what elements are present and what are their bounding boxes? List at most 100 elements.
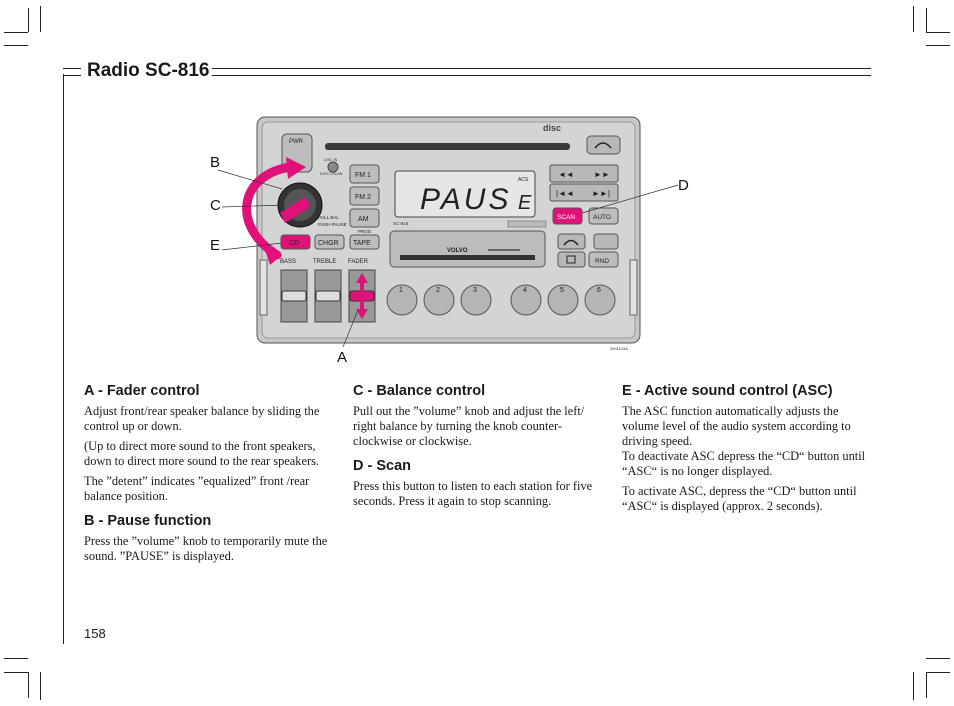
mute-button[interactable]: [557, 251, 586, 268]
callout-e: E: [210, 237, 220, 254]
preset-button-5[interactable]: [547, 284, 579, 316]
treble-label: TREBLE: [313, 259, 336, 265]
asc-text-2: To deactivate ASC depress the “CD“ butto…: [622, 449, 866, 478]
balance-text-1: Pull out the ”volume” knob and adjust th…: [353, 404, 585, 448]
preset-label-4: 4: [523, 287, 527, 294]
heading-scan: D - Scan: [353, 458, 412, 474]
callout-line-a: [342, 309, 359, 348]
prog-label: PROG: [358, 229, 372, 234]
preset-button-3[interactable]: [460, 284, 492, 316]
column-middle: C - Balance control Pull out the ”volume…: [353, 383, 603, 518]
fader-arrow-shaft: [360, 281, 364, 311]
section-fader: A - Fader control Adjust front/rear spea…: [84, 383, 334, 504]
column-left: A - Fader control Adjust front/rear spea…: [84, 383, 334, 573]
section-asc: E - Active sound control (ASC) The ASC f…: [622, 383, 872, 514]
callout-d: D: [678, 177, 689, 194]
cd-button[interactable]: [280, 234, 311, 250]
preset-button-1[interactable]: [386, 284, 418, 316]
title-rule-left: [63, 68, 81, 76]
seek-back-icon: ◄◄: [558, 170, 574, 179]
tape-button[interactable]: [349, 234, 380, 250]
scan-label: SCAN: [557, 214, 575, 221]
margin-rule: [63, 74, 64, 644]
mute-icon: [566, 255, 576, 264]
pull-arrow: [280, 197, 310, 223]
disc-in-indicator: [327, 161, 339, 173]
bass-label: BASS: [280, 259, 296, 265]
rnd-label: RND: [595, 258, 609, 265]
bass-slider-knob[interactable]: [281, 290, 307, 302]
preset-label-2: 2: [436, 287, 440, 294]
cd-label: CD: [289, 240, 299, 247]
track-back-icon: |◄◄: [556, 189, 574, 198]
blank-button[interactable]: [593, 233, 619, 250]
bal-label: PULL BAL: [318, 215, 339, 220]
am-button[interactable]: [349, 208, 380, 228]
tape-opening: [400, 255, 535, 260]
fm1-button[interactable]: [349, 164, 380, 184]
asc-text-3: To activate ASC, depress the “CD“ button…: [622, 484, 857, 513]
fm1-label: FM 1: [355, 172, 371, 179]
balance-rotate-arrow: [242, 162, 295, 260]
heading-balance-control: C - Balance control: [353, 383, 486, 399]
heading-fader-control: A - Fader control: [84, 383, 200, 399]
chgr-label: CHGR: [318, 240, 339, 247]
disc-logo: disc: [543, 123, 561, 133]
heading-asc: E - Active sound control (ASC): [622, 383, 833, 399]
display-main: PAUS: [420, 183, 511, 216]
eject-scan-label: EJECT/SCAN: [320, 172, 343, 176]
seek-button[interactable]: [549, 164, 619, 183]
fader-down-arrow: [356, 309, 368, 319]
pause-text-1: Press the ”volume” knob to temporarily m…: [84, 534, 328, 563]
balance-arrow-head-top: [286, 157, 306, 179]
tape-label: TAPE: [353, 240, 371, 247]
fm2-button[interactable]: [349, 186, 380, 206]
fader-text-1: Adjust front/rear speaker balance by sli…: [84, 404, 320, 433]
eject-button[interactable]: [586, 135, 621, 155]
am-label: AM: [358, 216, 369, 223]
column-right: E - Active sound control (ASC) The ASC f…: [622, 383, 872, 523]
preset-label-3: 3: [473, 287, 477, 294]
radio-panel: disc PWR DISC IN EJECT/SCAN FM 1 FM 2 AM…: [210, 116, 689, 366]
fader-up-arrow: [356, 273, 368, 283]
chgr-button[interactable]: [314, 234, 345, 250]
radio-figure: disc PWR DISC IN EJECT/SCAN FM 1 FM 2 AM…: [200, 105, 700, 370]
preset-button-6[interactable]: [584, 284, 616, 316]
callout-line-c: [221, 204, 285, 208]
brand-label: VOLVO: [447, 248, 468, 254]
fader-text-2: (Up to direct more sound to the front sp…: [84, 439, 320, 468]
seek-fwd-icon: ►►: [594, 170, 610, 179]
title-bar: Radio SC-816: [63, 60, 871, 84]
phone-button[interactable]: [557, 233, 586, 250]
eject-icon: [594, 142, 612, 149]
title-rule-right: [211, 68, 871, 76]
callout-c: C: [210, 197, 221, 214]
callout-b: B: [210, 154, 220, 171]
figure-code: 3901143A: [610, 346, 628, 351]
track-button[interactable]: [549, 183, 619, 202]
treble-slider-knob[interactable]: [315, 290, 341, 302]
auto-label: AUTO: [593, 214, 611, 221]
pwr-label: PWR: [289, 139, 304, 145]
scan-button[interactable]: [552, 207, 583, 225]
track-fwd-icon: ►►|: [592, 189, 610, 198]
callout-line-b: [217, 169, 283, 190]
page-number: 158: [84, 626, 106, 641]
fader-label: FADER: [348, 259, 369, 265]
preset-button-4[interactable]: [510, 284, 542, 316]
fader-text-3: The ”detent” indicates ”equalized” front…: [84, 474, 310, 503]
section-pause: B - Pause function Press the ”volume” kn…: [84, 513, 334, 564]
model-label: SC-816: [393, 221, 409, 226]
phone-icon: [563, 239, 579, 246]
auto-button[interactable]: [588, 207, 619, 225]
heading-pause-function: B - Pause function: [84, 513, 212, 529]
cd-slot: [325, 143, 570, 150]
rnd-button[interactable]: [588, 251, 619, 268]
left-side-slot: [259, 259, 268, 316]
display-acs: ACS: [518, 177, 529, 183]
preset-label-1: 1: [399, 287, 403, 294]
preset-button-2[interactable]: [423, 284, 455, 316]
lcd-display: [394, 170, 536, 218]
callout-a: A: [337, 349, 347, 366]
